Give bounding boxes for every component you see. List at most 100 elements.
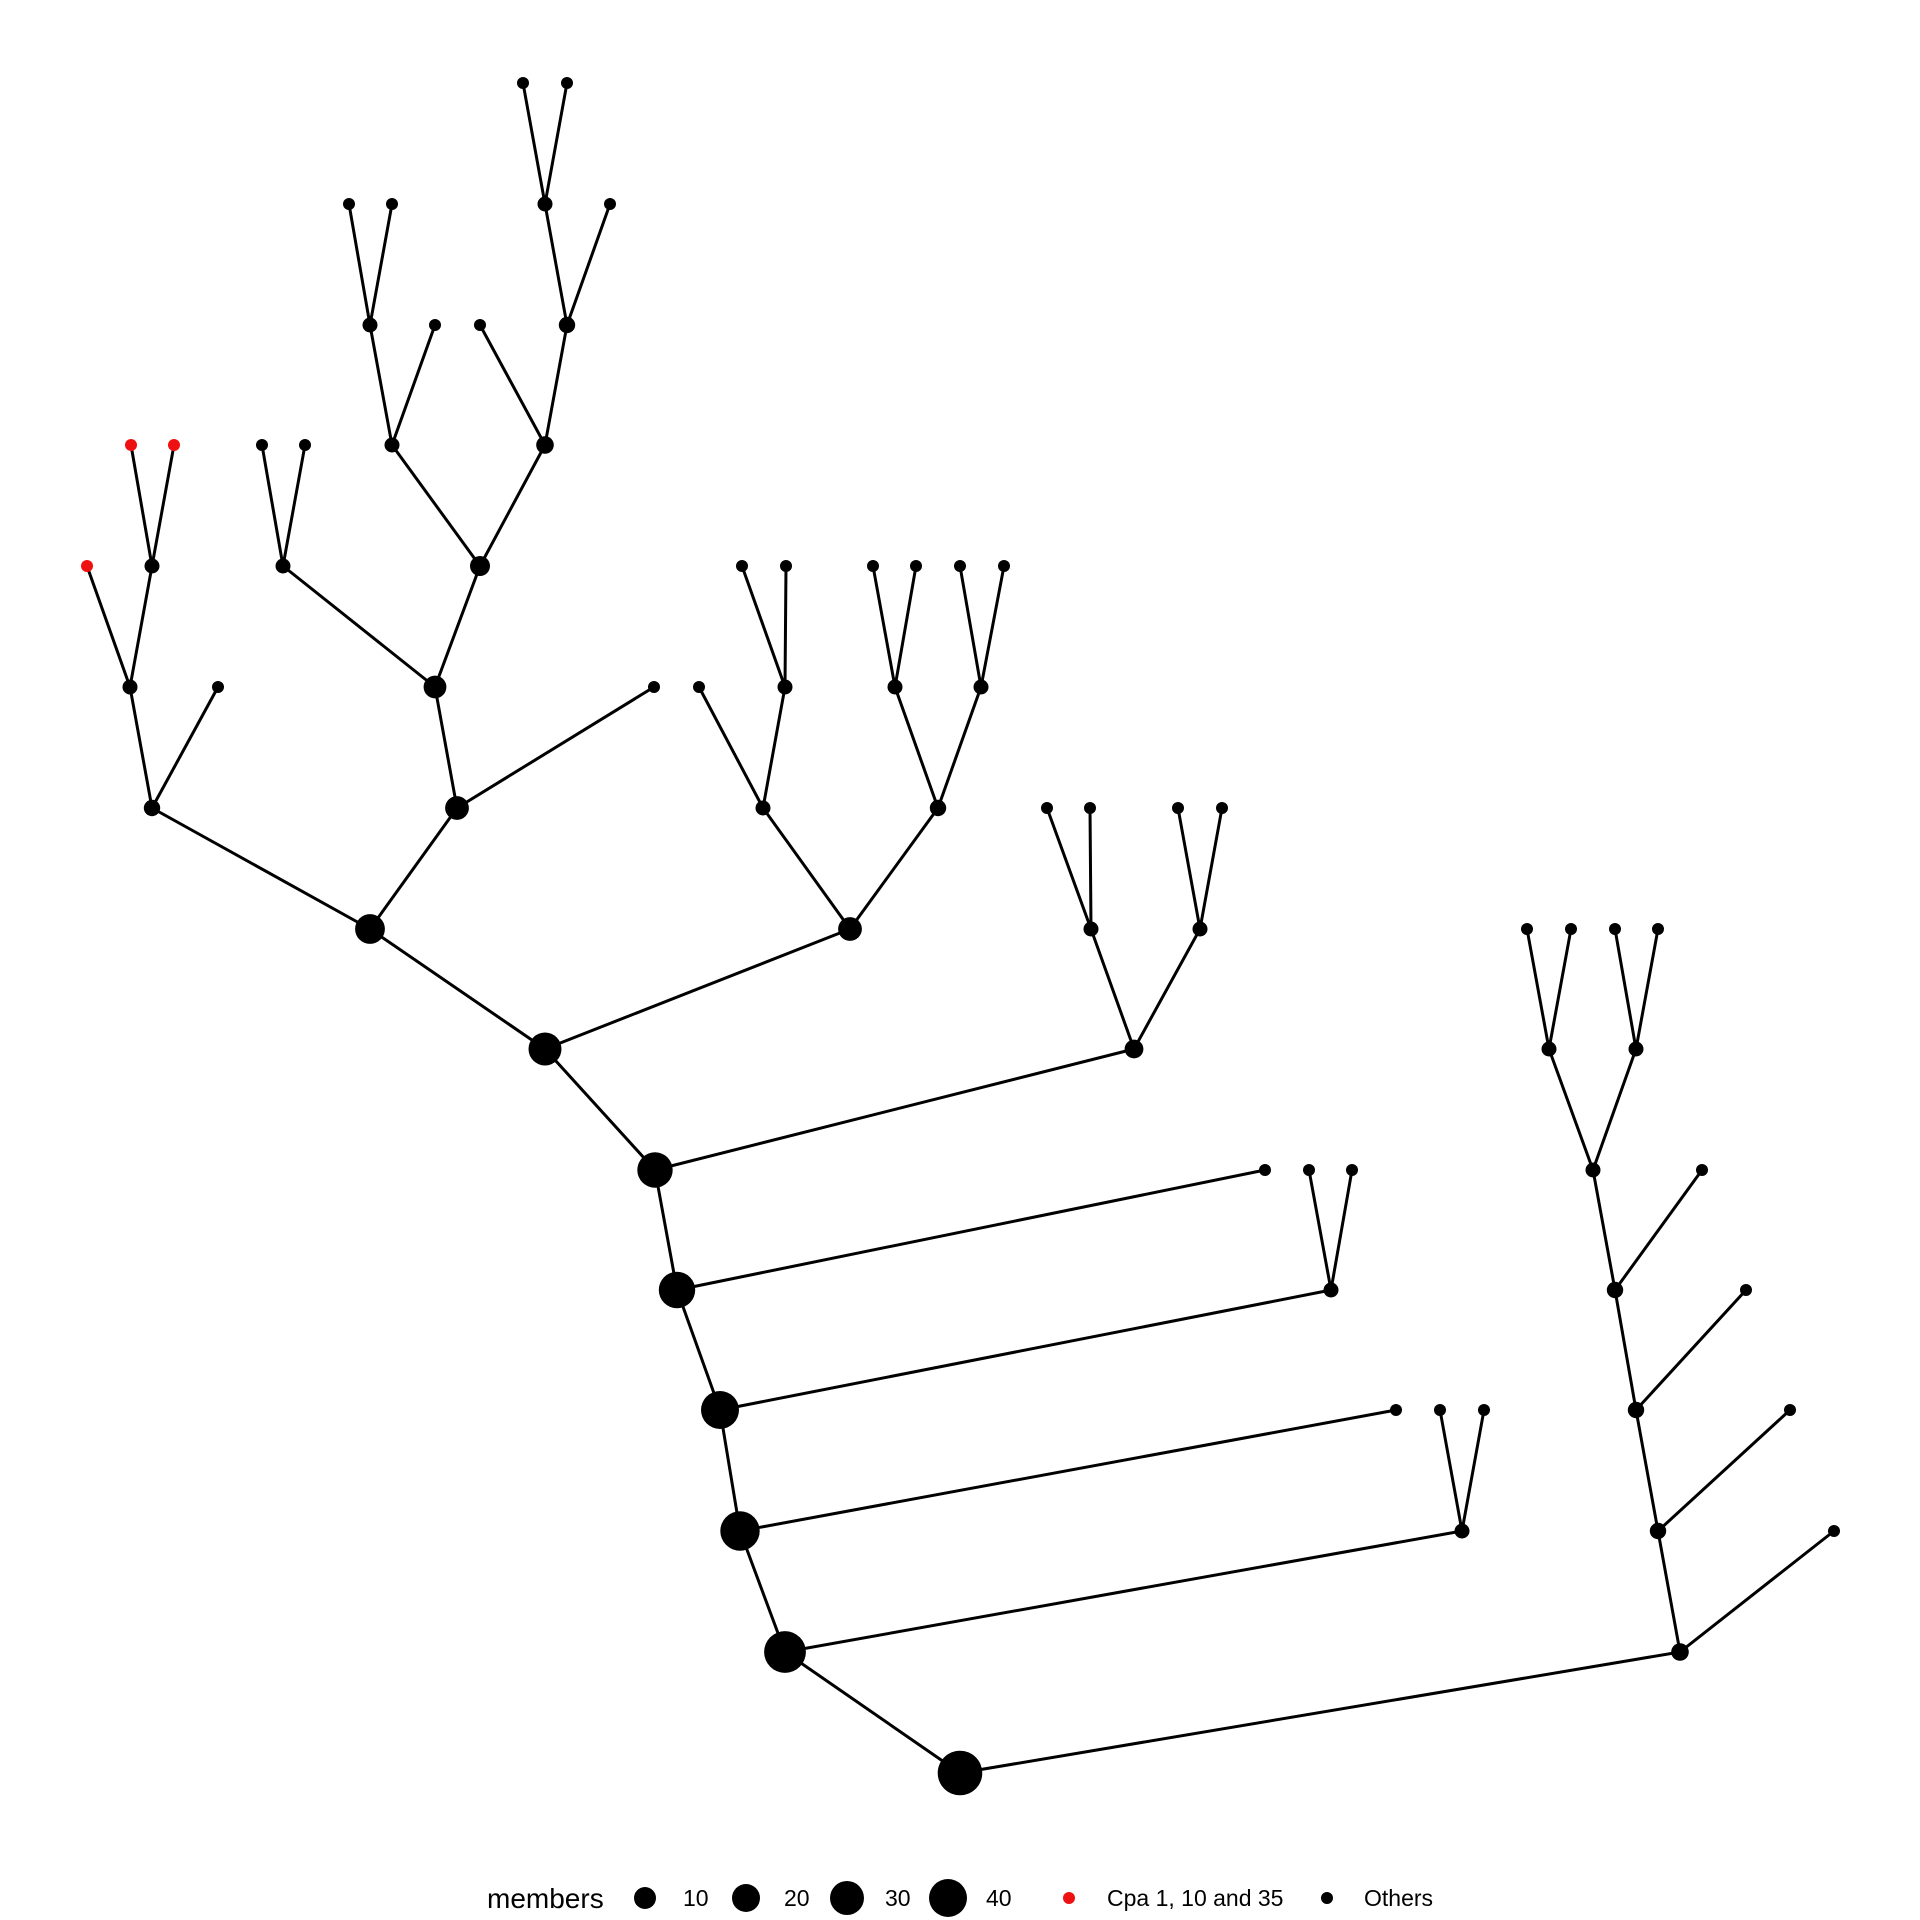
- tree-internal-node: [1649, 1522, 1667, 1540]
- tree-internal-node: [637, 1152, 673, 1188]
- tree-internal-node: [887, 679, 903, 695]
- tree-internal-node: [838, 917, 862, 941]
- tree-edge: [738, 1408, 1398, 1533]
- tree-leaf-node: [1259, 1164, 1271, 1176]
- tree-leaf-node: [1303, 1164, 1315, 1176]
- tree-internal-node: [658, 1271, 696, 1309]
- legend: members 10 20 30 40 Cpa 1, 10 and 35 Oth…: [487, 1879, 1433, 1917]
- tree-edge: [433, 564, 482, 689]
- tree-edge: [1176, 806, 1202, 931]
- tree-edge: [1678, 1529, 1836, 1654]
- tree-internal-node: [423, 675, 447, 699]
- tree-leaf-node: [299, 439, 311, 451]
- tree-internal-node: [929, 799, 947, 817]
- tree-internal-node: [701, 1391, 739, 1429]
- tree-leaf-node: [474, 319, 486, 331]
- tree-edge: [281, 443, 307, 568]
- legend-size-label-20: 20: [784, 1885, 810, 1911]
- tree-edge: [783, 1650, 962, 1775]
- tree-internal-node: [1323, 1282, 1339, 1298]
- tree-edge: [871, 564, 897, 689]
- tree-edge: [1089, 927, 1136, 1051]
- tree-edge: [1132, 927, 1202, 1051]
- tree-leaf-node: [212, 681, 224, 693]
- tree-edge: [150, 443, 176, 568]
- tree-edge: [1613, 1168, 1704, 1292]
- tree-edge: [1307, 1168, 1333, 1292]
- tree-edge: [150, 806, 372, 931]
- tree-edge: [783, 564, 788, 689]
- tree-edge: [128, 564, 154, 689]
- tree-edge: [740, 564, 787, 689]
- tree-leaf-node: [1828, 1525, 1840, 1537]
- legend-size-label-40: 40: [986, 1885, 1012, 1911]
- tree-internal-node: [537, 196, 553, 212]
- tree-edge: [543, 202, 569, 327]
- tree-internal-node: [755, 800, 771, 816]
- tree-internal-node: [1454, 1523, 1470, 1539]
- tree-edge: [958, 1650, 1682, 1775]
- tree-edge: [1525, 927, 1551, 1051]
- tree-edge: [958, 564, 983, 689]
- tree-leaf-node: [1478, 1404, 1490, 1416]
- legend-size-key-40: [929, 1879, 967, 1917]
- legend-size-key-10: [634, 1887, 656, 1909]
- tree-leaf-node: [1521, 923, 1533, 935]
- tree-leaf-node: [780, 560, 792, 572]
- tree-internal-node: [1671, 1643, 1689, 1661]
- tree-leaf-node: [81, 560, 93, 572]
- tree-edge: [1591, 1168, 1617, 1292]
- tree-edge: [1198, 806, 1224, 931]
- tree-leaf-node: [1216, 802, 1228, 814]
- tree-leaf-node: [1041, 802, 1053, 814]
- tree-edge: [129, 443, 154, 568]
- tree-edge: [85, 564, 132, 689]
- tree-edge: [893, 685, 940, 810]
- tree-leaf-node: [1740, 1284, 1752, 1296]
- tree-edge: [281, 564, 437, 689]
- tree-leaf-node: [1390, 1404, 1402, 1416]
- tree-leaf-node: [168, 439, 180, 451]
- tree-internal-node: [973, 679, 989, 695]
- tree-leaf-node: [386, 198, 398, 210]
- tree-edge: [543, 81, 569, 206]
- tree-leaf-node: [1565, 923, 1577, 935]
- tree-edge: [936, 685, 983, 810]
- tree-leaf-node: [517, 77, 529, 89]
- tree-edge: [1460, 1408, 1486, 1533]
- tree-edge: [893, 564, 918, 689]
- tree-internal-node: [122, 679, 138, 695]
- tree-edge: [455, 685, 656, 810]
- tree-edge: [1329, 1168, 1354, 1292]
- tree-internal-node: [445, 796, 469, 820]
- tree-internal-node: [143, 799, 161, 817]
- tree-internal-node: [777, 679, 793, 695]
- tree-edge: [675, 1168, 1267, 1292]
- tree-leaf-node: [429, 319, 441, 331]
- tree-edge: [1613, 1288, 1638, 1412]
- tree-edge: [543, 323, 569, 447]
- tree-leaf-node: [125, 439, 137, 451]
- tree-edge: [1547, 927, 1573, 1051]
- tree-leaf-node: [648, 681, 660, 693]
- tree-internal-node: [1585, 1162, 1601, 1178]
- tree-edge: [150, 685, 220, 810]
- tree-internal-node: [470, 556, 490, 576]
- tree-edge: [368, 323, 394, 447]
- tree-edge: [653, 1168, 679, 1292]
- tree-edge: [718, 1408, 742, 1533]
- legend-size-title: members: [487, 1883, 604, 1914]
- tree-edge: [1634, 927, 1660, 1051]
- tree-edge: [478, 443, 547, 568]
- tree-leaf-node: [1609, 923, 1621, 935]
- tree-edge: [979, 564, 1006, 689]
- tree-edge: [390, 443, 482, 568]
- tree-leaf-node: [1434, 1404, 1446, 1416]
- legend-size-label-10: 10: [683, 1885, 709, 1911]
- tree-internal-node: [355, 914, 385, 944]
- tree-leaf-node: [1172, 802, 1184, 814]
- tree-leaf-node: [1696, 1164, 1708, 1176]
- tree-edge: [1634, 1288, 1748, 1412]
- tree-internal-node: [144, 558, 160, 574]
